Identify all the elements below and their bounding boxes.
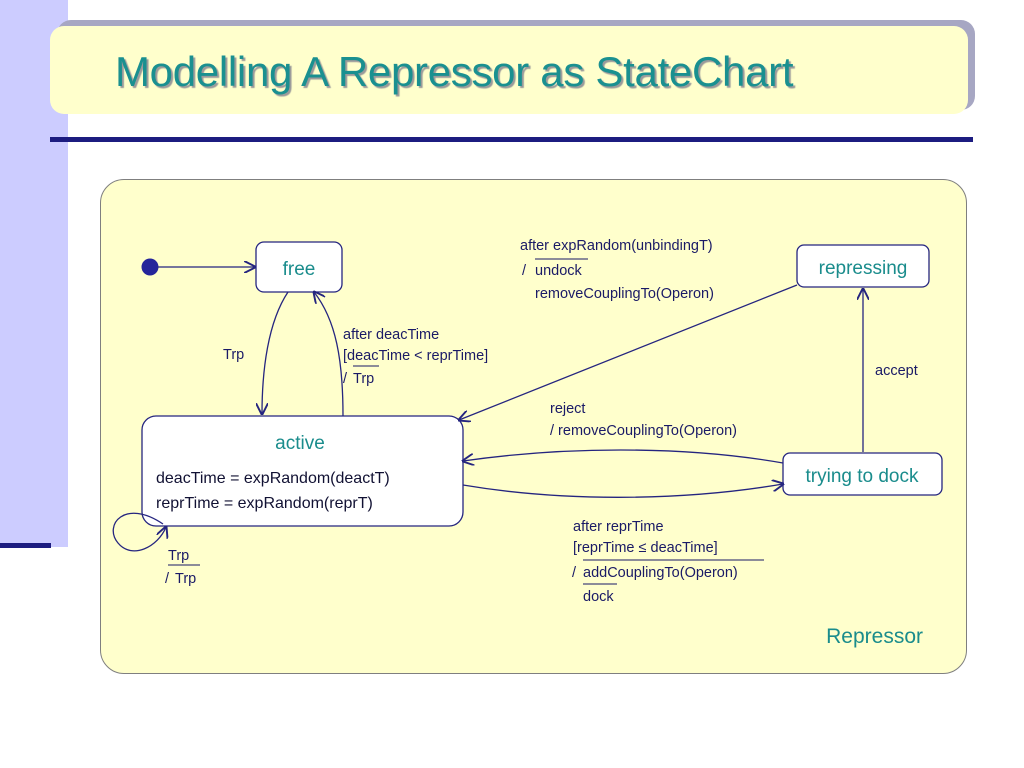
transition-active-to-free [314, 292, 344, 417]
transition-active-to-trying [462, 484, 783, 498]
label-trying-to-active-line1: reject [550, 401, 585, 417]
state-active: active deacTime = expRandom(deactT) repr… [141, 415, 464, 527]
label-free-to-active-trigger: Trp [223, 347, 244, 363]
label-active-self-trigger: Trp [168, 548, 189, 564]
label-active-to-trying-line2: [reprTime ≤ deacTime] [573, 540, 718, 556]
label-active-to-free-line1: after deacTime [343, 327, 439, 343]
label-active-self-action: Trp [175, 571, 196, 587]
label-active-to-trying-line1: after reprTime [573, 519, 664, 535]
state-active-name: active [275, 433, 325, 454]
label-active-to-free-action: Trp [353, 371, 374, 387]
label-active-self-slash: / [165, 571, 170, 587]
state-free-name: free [283, 259, 316, 280]
transition-active-self-loop [112, 512, 166, 552]
initial-state-dot [141, 258, 159, 276]
title-rule [50, 137, 973, 142]
state-repressing-name: repressing [819, 258, 908, 279]
left-decor-tick [0, 543, 51, 548]
slide-title: Modelling A Repressor as StateChart [115, 48, 794, 95]
label-trying-to-active: reject / removeCouplingTo(Operon) [550, 401, 737, 439]
container-name-repressor: Repressor [826, 625, 923, 648]
state-trying-name: trying to dock [806, 466, 919, 487]
label-repressing-to-active-action1: undock [535, 263, 583, 279]
title-box [50, 26, 968, 114]
label-active-to-free-slash: / [343, 371, 348, 387]
label-active-to-trying-action2: dock [583, 589, 614, 605]
label-trying-to-repressing-trigger: accept [875, 363, 918, 379]
label-active-to-trying-slash: / [572, 565, 577, 581]
label-active-to-free: after deacTime [deacTime < reprTime] / T… [343, 327, 488, 387]
active-action-reprtime: reprTime = expRandom(reprT) [156, 495, 373, 512]
transition-trying-to-active [463, 449, 784, 463]
transition-repressing-to-active [459, 284, 798, 420]
active-action-deactime: deacTime = expRandom(deactT) [156, 470, 390, 487]
label-repressing-to-active: after expRandom(unbindingT) / undock rem… [520, 238, 714, 302]
label-repressing-to-active-action2: removeCouplingTo(Operon) [535, 286, 714, 302]
label-trying-to-active-line2: / removeCouplingTo(Operon) [550, 423, 737, 439]
label-repressing-to-active-line1: after expRandom(unbindingT) [520, 238, 713, 254]
label-active-to-free-line2: [deacTime < reprTime] [343, 348, 488, 364]
label-active-self: Trp / Trp [165, 548, 200, 587]
state-repressing: repressing [796, 244, 930, 288]
label-repressing-to-active-slash: / [522, 263, 527, 279]
transition-free-to-active [262, 291, 289, 414]
state-free: free [255, 241, 343, 293]
state-trying-to-dock: trying to dock [782, 452, 943, 496]
label-active-to-trying-action1: addCouplingTo(Operon) [583, 565, 738, 581]
label-active-to-trying: after reprTime [reprTime ≤ deacTime] / a… [572, 519, 764, 605]
